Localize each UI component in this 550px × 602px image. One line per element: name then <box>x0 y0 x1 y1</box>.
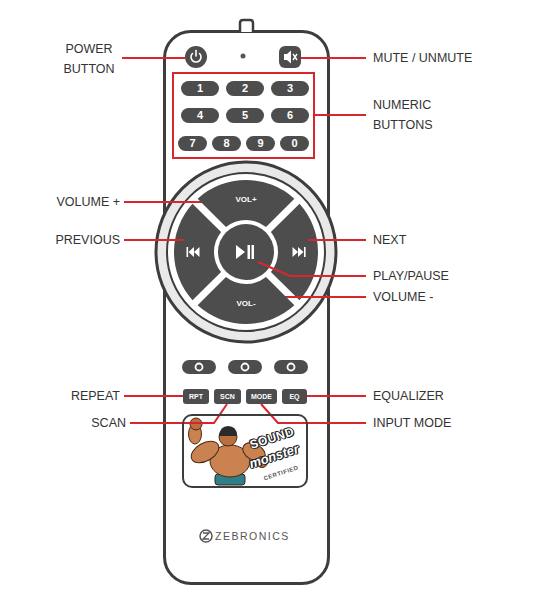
leader-line <box>258 262 366 276</box>
mute-cross <box>293 54 297 60</box>
wheel-outer-ring <box>156 162 336 342</box>
button-text: SCN <box>220 392 235 401</box>
number-button: 1 <box>181 81 219 96</box>
brand-logo <box>200 530 212 542</box>
sticker-text: CERTIFIED <box>263 464 300 483</box>
button-text: EQ <box>289 392 299 401</box>
pause-icon <box>248 245 251 259</box>
volume-segment <box>195 180 297 229</box>
number-button: 5 <box>226 108 264 123</box>
leader-line <box>308 239 366 241</box>
button-ring <box>242 364 249 371</box>
wheel-inner-ring <box>167 173 325 331</box>
button-ring <box>288 364 295 371</box>
blank-button <box>274 360 308 374</box>
callout-label: PLAY/PAUSE <box>373 266 449 286</box>
button-text: VOL+ <box>195 194 297 206</box>
next-button <box>271 204 318 300</box>
number-button: 9 <box>246 136 275 151</box>
brand-name: ZEBRONICS <box>215 530 290 542</box>
blank-button <box>182 360 216 374</box>
leader-line <box>124 239 184 241</box>
pause-icon <box>252 245 255 259</box>
callout-label: SCAN <box>22 413 126 433</box>
function-button: RPT <box>183 389 209 404</box>
volume-button: VOL+ <box>195 180 297 229</box>
callout-label: NUMERIC BUTTONS <box>373 95 453 135</box>
volume-button: VOL- <box>195 275 297 324</box>
callout-label: EQUALIZER <box>373 386 444 406</box>
number-button: 6 <box>271 108 309 123</box>
button-text: 5 <box>242 109 248 122</box>
previous-icon <box>189 247 200 257</box>
power-icon <box>195 51 197 57</box>
number-button: 4 <box>181 108 219 123</box>
number-button: 0 <box>280 136 309 151</box>
button-text: 2 <box>242 82 248 95</box>
button-text: 7 <box>189 137 195 150</box>
button-ring <box>196 364 203 371</box>
callout-label: VOLUME + <box>16 192 120 212</box>
callout-label: NEXT <box>373 230 406 250</box>
number-button: 3 <box>271 81 309 96</box>
next-icon <box>293 247 304 257</box>
play-icon <box>236 245 245 259</box>
button-text: RPT <box>189 392 203 401</box>
callout-label: REPEAT <box>16 386 120 406</box>
callout-label: INPUT MODE <box>373 413 451 433</box>
previous-icon <box>187 247 189 257</box>
blank-button <box>228 360 262 374</box>
button-text: VOL- <box>195 298 297 310</box>
mascot-mask <box>219 426 237 436</box>
indicator-dot <box>241 54 246 59</box>
play-pause-button <box>218 224 274 280</box>
button-text: 9 <box>257 137 263 150</box>
number-button: 7 <box>178 136 207 151</box>
function-button: EQ <box>282 389 307 404</box>
button-text: 4 <box>197 109 203 122</box>
leader-line <box>124 395 183 397</box>
callout-label: PREVIOUS <box>16 230 120 250</box>
leader-line <box>307 395 366 397</box>
number-button: 8 <box>212 136 241 151</box>
function-button: SCN <box>214 389 241 404</box>
mute-button <box>279 46 301 68</box>
button-text: 1 <box>197 82 203 95</box>
leader-line <box>314 114 366 116</box>
previous-button <box>174 204 221 300</box>
power-button <box>185 46 207 68</box>
button-text: 8 <box>223 137 229 150</box>
number-button: 2 <box>226 81 264 96</box>
function-button: MODE <box>246 389 277 404</box>
highlight-box <box>173 73 314 158</box>
button-text: 3 <box>287 82 293 95</box>
button-text: 0 <box>291 137 297 150</box>
callout-label: VOLUME - <box>373 287 433 307</box>
sticker-badge: SOUNDmonsterCERTIFIED <box>182 414 308 488</box>
next-icon <box>304 247 306 257</box>
button-text: 6 <box>287 109 293 122</box>
callout-label: POWER BUTTON <box>52 39 126 79</box>
speaker-icon <box>284 51 291 64</box>
callout-label: MUTE / UNMUTE <box>373 48 472 68</box>
brand-logo <box>203 533 209 539</box>
remote-nub <box>240 20 253 32</box>
leader-line <box>122 57 185 59</box>
button-text: MODE <box>251 392 272 401</box>
leader-line <box>301 57 366 59</box>
